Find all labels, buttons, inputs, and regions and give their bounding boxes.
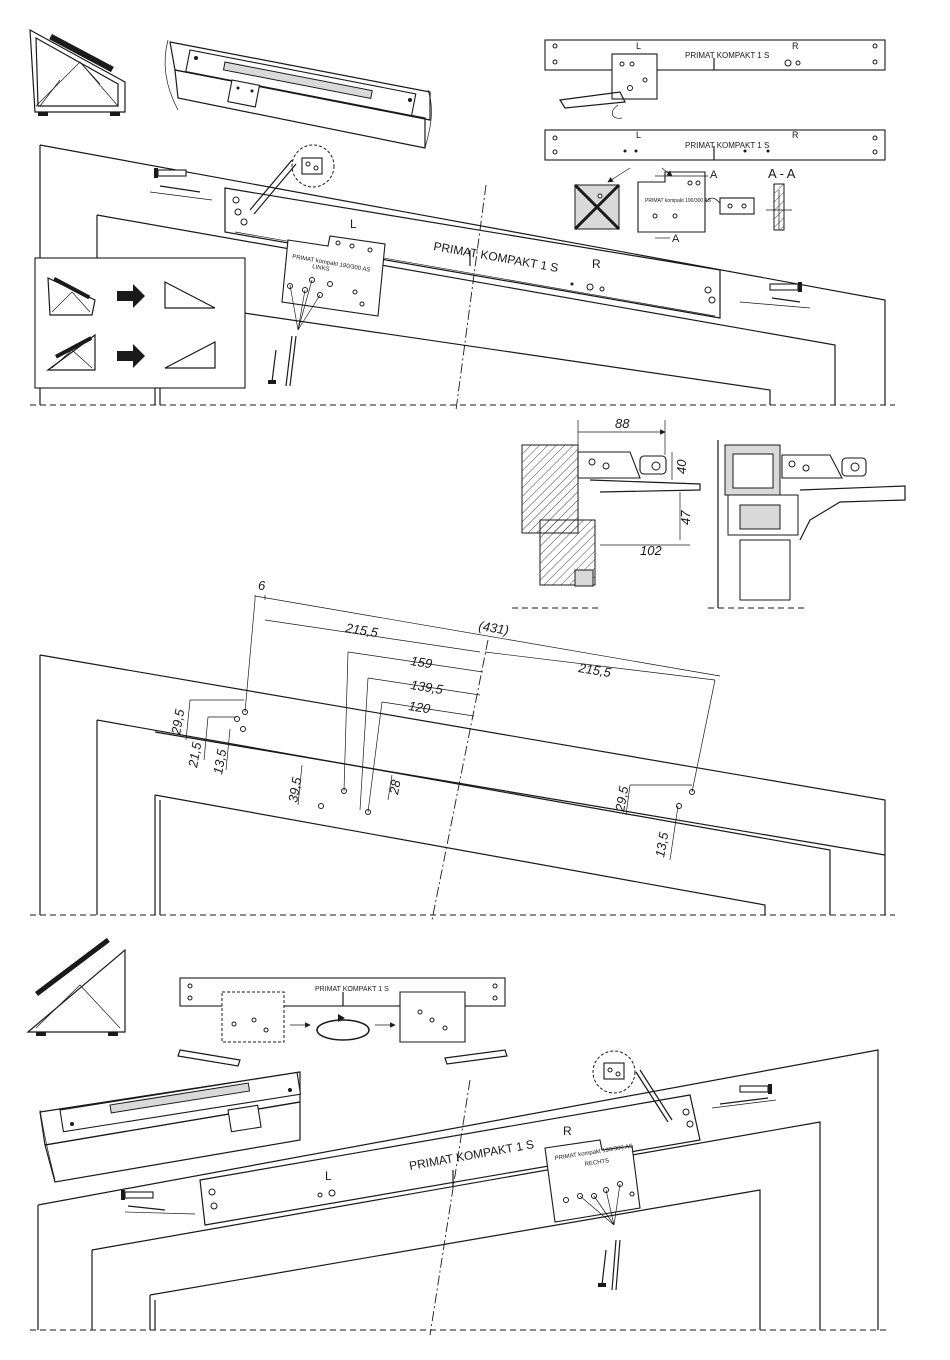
drill-hole [319, 804, 324, 809]
crossed-wrong-plate [575, 168, 630, 229]
screw-icon-bottom [268, 336, 296, 386]
section-marker-bottom: A [672, 233, 680, 245]
closer-assembly-bottom [40, 1072, 300, 1182]
product-label-bottom-main: PRIMAT KOMPAKT 1 S [408, 1137, 535, 1173]
door-mount-icon-bottom [28, 938, 125, 1036]
dim-6: 6 [258, 578, 266, 593]
plate-detail-label: PRIMAT kompakt 190/300 AS [645, 198, 712, 204]
drill-hole [241, 727, 246, 732]
side-right-label-2: R [792, 130, 799, 140]
drill-icon-left [250, 160, 296, 214]
fastener-detail-icon-bottom [593, 1051, 635, 1093]
dim-29-right: 29,5 [612, 784, 631, 813]
dim-120: 120 [408, 698, 433, 716]
wood-profile-section: 88 40 47 102 [512, 416, 700, 608]
section-bottom-right-install: PRIMAT KOMPAKT 1 S [28, 938, 890, 1335]
arm-plate-top-1: L R PRIMAT KOMPAKT 1 S [545, 40, 885, 118]
side-right-main: R [592, 257, 601, 271]
side-left-main: L [350, 217, 357, 231]
section-a-a: A - A [720, 166, 796, 230]
rotate-icon [317, 1020, 369, 1040]
product-label-2: PRIMAT KOMPAKT 1 S [685, 141, 769, 150]
drilling-template: 6 215,5 (431) 215,5 159 139,5 120 29,5 2… [30, 578, 895, 920]
product-label-bottom: PRIMAT KOMPAKT 1 S [315, 986, 389, 993]
dim-13-left: 13,5 [210, 747, 229, 775]
closer-assembly-top [165, 40, 431, 148]
door-mount-icon-top [30, 30, 125, 116]
dim-39: 39,5 [285, 775, 304, 803]
screw-icon-bottom-left [121, 1190, 195, 1214]
dim-102: 102 [640, 543, 662, 558]
section-aa-label: A - A [768, 166, 796, 181]
rotate-arrow-icon-1 [612, 105, 622, 118]
dim-28: 28 [386, 778, 404, 797]
hinge-direction-inset [35, 258, 245, 388]
screw-icon-bottom-down [598, 1240, 620, 1290]
profile-sections: 88 40 47 102 [512, 416, 905, 608]
side-right-bottom: R [563, 1124, 572, 1138]
dim-40: 40 [674, 459, 689, 474]
drill-hole [677, 804, 682, 809]
hex-key-icon-2 [178, 1050, 240, 1066]
drill-icon-bottom [636, 1070, 672, 1122]
correct-plate-detail: PRIMAT kompakt 190/300 AS A A [638, 168, 722, 245]
side-left-label-2: L [636, 130, 641, 140]
screw-icon-bottom-right [712, 1084, 776, 1108]
product-label-1: PRIMAT KOMPAKT 1 S [685, 51, 769, 60]
dim-88: 88 [615, 416, 630, 431]
arm-plate-top-2: L R PRIMAT KOMPAKT 1 S [545, 130, 885, 160]
hex-key-icon-3 [445, 1050, 507, 1064]
side-left-bottom: L [325, 1169, 332, 1183]
side-right-label-1: R [792, 41, 799, 51]
arm-plate-bottom: PRIMAT KOMPAKT 1 S [178, 978, 507, 1066]
dim-215-left: 215,5 [344, 620, 380, 640]
section-marker-top: A [710, 169, 718, 181]
door-frame-bottom: PRIMAT KOMPAKT 1 S L R PRIMAT kompakt 19… [30, 1050, 890, 1335]
pvc-profile-section [708, 440, 905, 608]
dim-159: 159 [410, 653, 434, 671]
dim-139: 139,5 [410, 677, 445, 697]
dim-29-left: 29,5 [168, 707, 187, 736]
fastener-detail-icon [292, 145, 334, 187]
screw-icon-left [150, 168, 212, 200]
section-top-left-install: L R PRIMAT KOMPAKT 1 S L R PRIMAT KOMPAK… [30, 30, 895, 410]
dim-47: 47 [678, 510, 693, 525]
door-axis-line-3 [430, 1080, 470, 1335]
dim-215-right: 215,5 [577, 660, 613, 680]
dim-13-right: 13,5 [652, 830, 671, 858]
side-left-label-1: L [636, 41, 641, 51]
screw-icon-right [740, 282, 810, 308]
dim-21: 21,5 [185, 740, 204, 769]
door-axis-line [456, 185, 486, 410]
